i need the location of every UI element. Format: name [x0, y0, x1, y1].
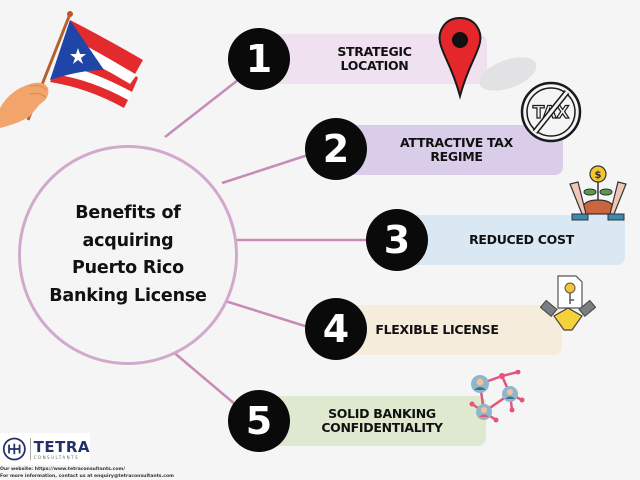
number-badge-2: 2: [305, 118, 367, 180]
money-plant-hands-icon: $: [566, 164, 630, 224]
number-badge-4: 4: [305, 298, 367, 360]
number-badge-3: 3: [366, 209, 428, 271]
brand-sub: CONSULTANTS: [33, 454, 80, 460]
benefit-label: STRATEGIC LOCATION: [337, 44, 412, 73]
benefit-label: SOLID BANKING CONFIDENTIALITY: [321, 406, 443, 435]
handshake-key-document-icon: [539, 274, 597, 336]
number-badge-1: 1: [228, 28, 290, 90]
benefit-bar-reduced-cost: REDUCED COST: [400, 215, 625, 265]
map-pin-icon: [436, 14, 537, 100]
puerto-rico-flag-icon: [0, 8, 150, 128]
contact-line[interactable]: For more information, contact us at enqu…: [0, 474, 174, 479]
benefit-label: FLEXIBLE LICENSE: [375, 322, 499, 337]
benefit-label: ATTRACTIVE TAX REGIME: [400, 135, 513, 164]
tetra-logo-icon: [2, 437, 26, 461]
benefit-bar-attractive-tax-regime: ATTRACTIVE TAX REGIME: [340, 125, 563, 175]
hub-circle: Benefits of acquiring Puerto Rico Bankin…: [18, 145, 238, 365]
tetra-logo: TETRA CONSULTANTS: [0, 433, 90, 465]
svg-text:$: $: [595, 170, 602, 181]
hub-title: Benefits of acquiring Puerto Rico Bankin…: [49, 203, 207, 306]
benefit-label: REDUCED COST: [469, 232, 574, 247]
benefit-bar-flexible-license: FLEXIBLE LICENSE: [340, 305, 562, 355]
benefit-bar-solid-banking-confidentiality: SOLID BANKING CONFIDENTIALITY: [266, 396, 486, 446]
brand-name: TETRA: [33, 437, 90, 456]
number-badge-5: 5: [228, 390, 290, 452]
network-people-icon: [466, 369, 526, 426]
website-line[interactable]: Our website: https://www.tetraconsultant…: [0, 467, 125, 472]
no-tax-icon: TAX: [519, 80, 583, 144]
